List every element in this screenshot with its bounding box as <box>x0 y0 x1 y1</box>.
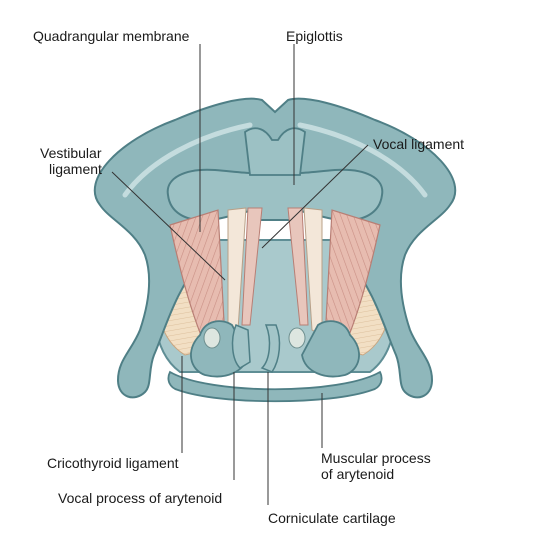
label-vocal-process: Vocal process of arytenoid <box>58 490 223 506</box>
cricoid-arch <box>167 370 383 403</box>
label-vestibular-ligament: Vestibular ligament <box>40 145 102 177</box>
arytenoid-cartilages <box>190 320 360 378</box>
label-muscular-process-line2: of arytenoid <box>321 466 395 482</box>
label-vestibular-ligament-line2: ligament <box>49 161 102 177</box>
label-cricothyroid-ligament: Cricothyroid ligament <box>47 455 179 471</box>
leader-vocal-ligament <box>261 144 369 249</box>
label-vestibular-ligament-line1: Vestibular <box>40 145 102 161</box>
label-muscular-process: Muscular process of arytenoid <box>321 450 431 482</box>
leader-lines <box>111 44 369 505</box>
epiglottis-shape <box>166 127 384 222</box>
label-vocal-ligament: Vocal ligament <box>373 136 465 152</box>
vocal-folds <box>227 207 323 336</box>
label-quadrangular-membrane: Quadrangular membrane <box>33 28 190 44</box>
leader-vestibular-ligament <box>111 171 226 281</box>
label-epiglottis: Epiglottis <box>286 28 343 44</box>
quadrangular-membranes <box>169 209 381 346</box>
label-muscular-process-line1: Muscular process <box>321 450 431 466</box>
label-corniculate-cartilage: Corniculate cartilage <box>268 510 396 526</box>
